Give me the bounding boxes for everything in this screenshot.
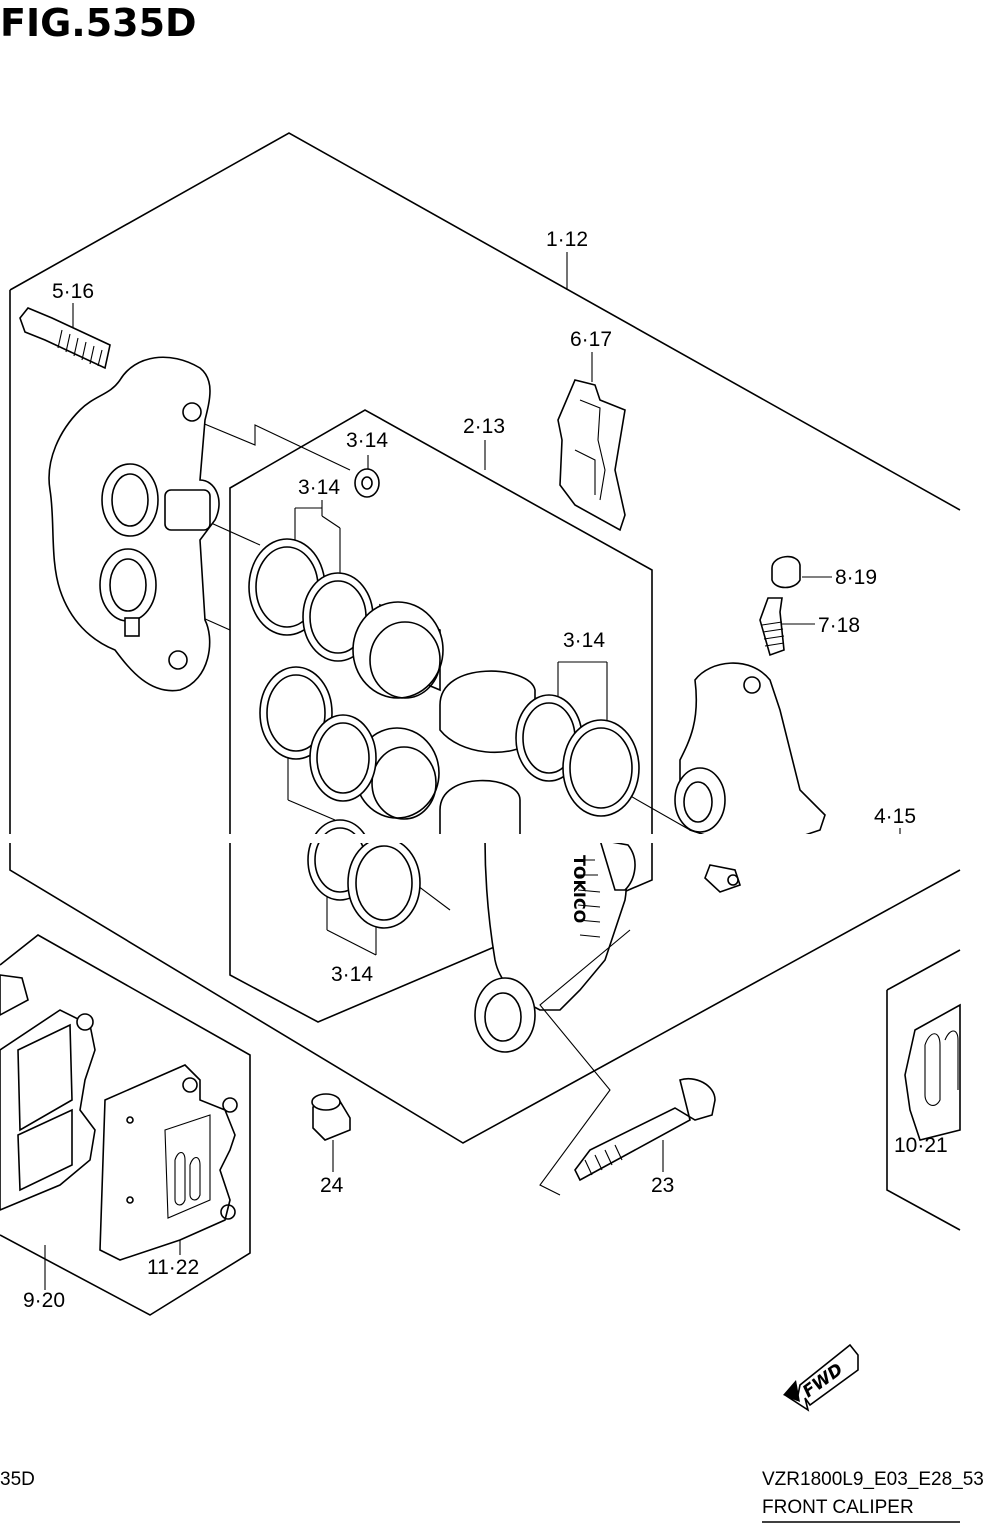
callout-10-21: 10·21 (894, 1134, 948, 1157)
caliper-body-lower (474, 838, 636, 1053)
callout-2-13: 2·13 (463, 415, 506, 438)
caliper-body-inner (674, 662, 826, 893)
callout-3-14-top: 3·14 (346, 429, 389, 452)
caliper-body-outer (48, 356, 220, 692)
bleeder-cap (771, 555, 801, 589)
right-shim (904, 1003, 961, 1141)
bushing (311, 1093, 351, 1141)
brake-pad (0, 974, 96, 1211)
callout-23: 23 (651, 1174, 675, 1197)
callout-24: 24 (320, 1174, 344, 1197)
front-caliper-exploded-diagram: TOKICO FW (0, 132, 961, 1523)
callout-3-14-lower: 3·14 (331, 963, 374, 986)
break-line (539, 929, 631, 1196)
footer-left-code: 35D (0, 1469, 35, 1490)
callout-1-12: 1·12 (546, 228, 589, 251)
pad-set-outline (0, 934, 251, 1316)
callout-8-19: 8·19 (835, 566, 878, 589)
callout-3-14-right: 3·14 (563, 629, 606, 652)
piston-seals-middle (259, 666, 640, 817)
callout-3-14-upper: 3·14 (298, 476, 341, 499)
pad-spring (557, 379, 626, 532)
scan-gap (0, 834, 960, 843)
callout-6-17: 6·17 (570, 328, 613, 351)
callout-9-20: 9·20 (23, 1289, 66, 1312)
figure-title: FIG.535D (0, 1, 197, 45)
caliper-brand-label: TOKICO (570, 855, 589, 923)
fwd-arrow-icon (783, 1343, 859, 1412)
callout-5-16: 5·16 (52, 280, 95, 303)
footer-model-code: VZR1800L9_E03_E28_53 (762, 1469, 984, 1490)
assembly-outline (9, 132, 961, 1144)
mounting-bolt (574, 1078, 716, 1182)
shim-set-outline (886, 949, 961, 1231)
callout-4-15: 4·15 (874, 805, 917, 828)
footer-caption: FRONT CALIPER (762, 1497, 914, 1518)
caliper-bolt (19, 307, 111, 370)
callout-7-18: 7·18 (818, 614, 861, 637)
callout-11-22: 11·22 (147, 1256, 200, 1279)
pistons (352, 601, 536, 841)
pad-shim (99, 1064, 238, 1261)
piston-set-outline (229, 409, 653, 1023)
seal-small (354, 468, 380, 498)
bleeder-valve (759, 597, 785, 657)
